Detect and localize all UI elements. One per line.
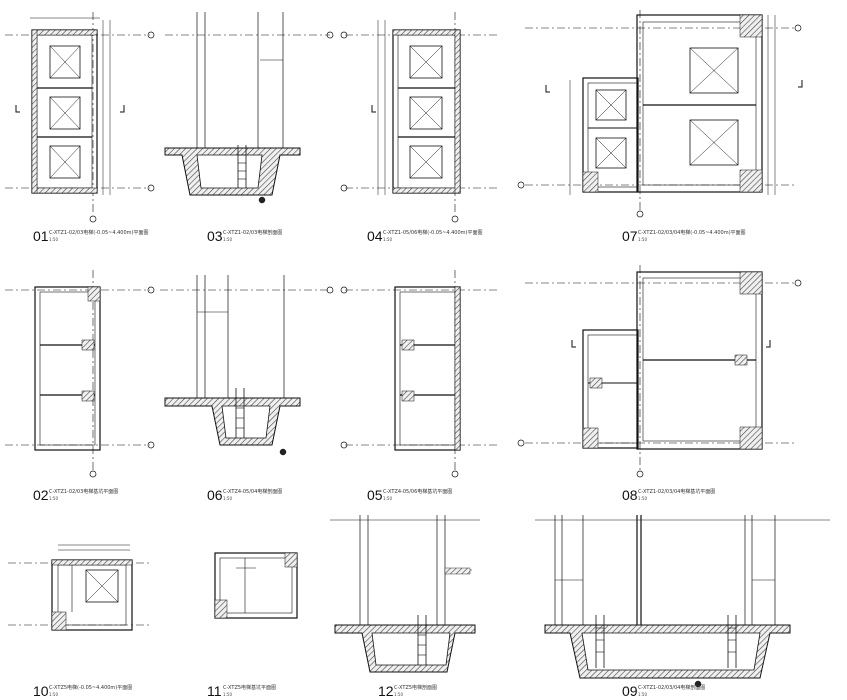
drawing-12-section	[330, 515, 480, 673]
drawing-caption: C-XTZ1-02/03电梯(-0.05~4.400m)平面图	[49, 230, 149, 236]
drawing-11-pit-plan	[214, 552, 298, 619]
drawing-caption: C-XTZ1-05/06电梯(-0.05~4.400m)平面图	[383, 230, 483, 236]
drawing-number: 08	[622, 487, 638, 503]
drawing-number: 10	[33, 683, 49, 699]
drawing-number: 01	[33, 228, 49, 244]
drawing-scale: 1:50	[638, 496, 647, 501]
drawing-scale: 1:50	[394, 692, 403, 697]
drawing-scale: 1:50	[638, 237, 647, 242]
drawing-10-plan	[8, 544, 150, 631]
drawing-number: 02	[33, 487, 49, 503]
drawing-scale: 1:50	[49, 237, 58, 242]
drawing-02-pit-plan	[5, 270, 155, 478]
drawing-number: 11	[207, 683, 222, 699]
drawing-scale: 1:50	[223, 496, 232, 501]
drawing-scale: 1:50	[223, 237, 232, 242]
drawing-caption: C-XTZ1-02/03/04电梯(-0.05~4.400m)平面图	[638, 230, 746, 236]
drawing-caption: C-XTZ4-05/06电梯基坑平面图	[383, 489, 453, 495]
drawing-caption: C-XTZ1-02/03电梯剖面图	[223, 230, 283, 236]
drawing-number: 05	[367, 487, 383, 503]
drawing-caption: C-XTZ5电梯(-0.05~4.400m)平面图	[49, 685, 133, 691]
drawing-caption: C-XTZ1-02/03/04电梯剖面图	[638, 685, 706, 691]
drawing-03-section	[164, 12, 334, 204]
drawing-scale: 1:50	[223, 692, 232, 697]
drawing-number: 03	[207, 228, 223, 244]
drawing-scale: 1:50	[49, 496, 58, 501]
drawing-caption: C-XTZ5电梯基坑平面图	[223, 685, 277, 691]
drawing-caption: C-XTZ5电梯剖面图	[394, 685, 438, 691]
drawing-05-pit-plan	[340, 270, 500, 478]
drawing-08-pit-plan	[517, 265, 802, 478]
drawing-caption: C-XTZ4-05/04电梯剖面图	[223, 489, 283, 495]
drawing-06-section	[160, 275, 334, 456]
drawing-number: 06	[207, 487, 223, 503]
drawing-caption: C-XTZ1-02/03电梯基坑平面图	[49, 489, 119, 495]
drawing-caption: C-XTZ1-02/03/04电梯基坑平面图	[638, 489, 716, 495]
drawing-scale: 1:50	[638, 692, 647, 697]
drawing-scale: 1:50	[383, 496, 392, 501]
drawing-07-plan	[517, 10, 803, 218]
drawing-number: 09	[622, 683, 638, 699]
drawing-04-plan	[340, 12, 500, 223]
drawing-09-section	[535, 515, 830, 688]
drawing-scale: 1:50	[49, 692, 58, 697]
drawing-number: 12	[378, 683, 394, 699]
drawing-scale: 1:50	[383, 237, 392, 242]
drawing-number: 07	[622, 228, 638, 244]
drawing-number: 04	[367, 228, 383, 244]
drawing-01-plan	[5, 12, 155, 223]
